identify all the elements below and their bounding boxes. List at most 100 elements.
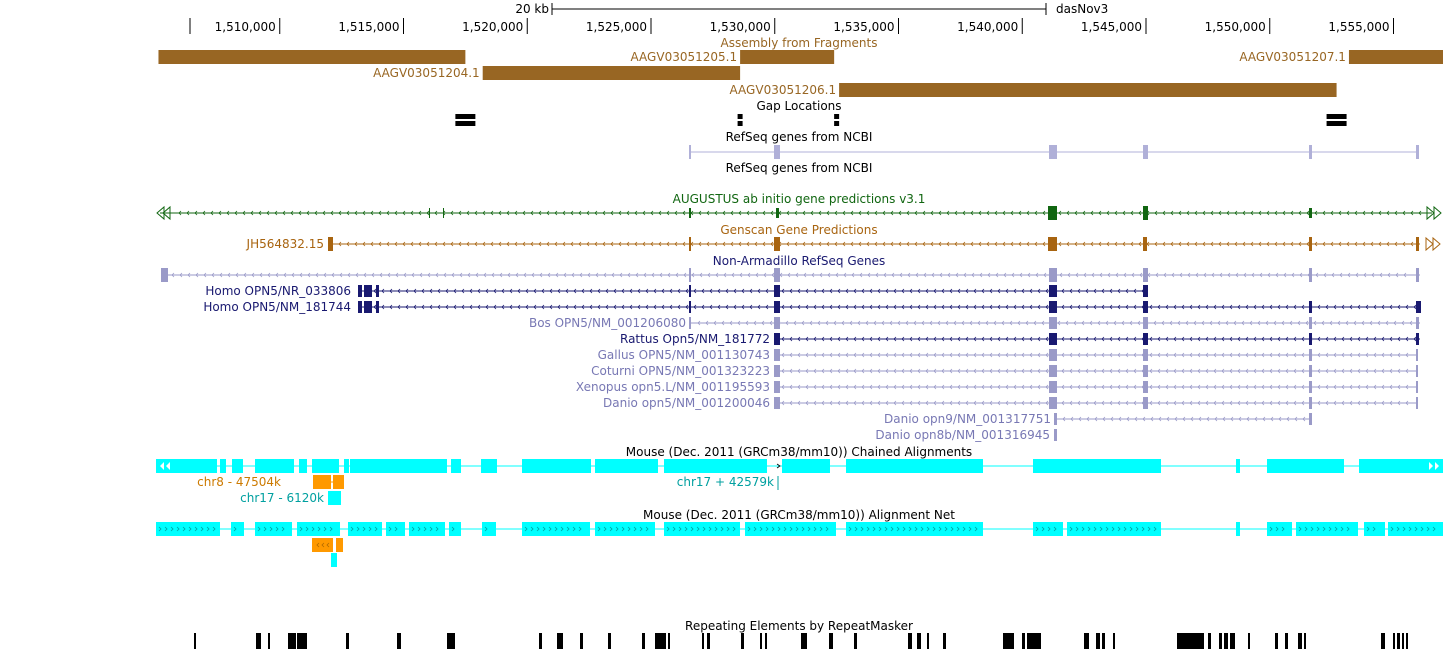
track-title-assembly[interactable]: Assembly from Fragments bbox=[721, 36, 878, 50]
augustus-track[interactable] bbox=[156, 205, 1442, 221]
repeat-element bbox=[1402, 633, 1404, 649]
track-title-chain[interactable]: Mouse (Dec. 2011 (GRCm38/mm10)) Chained … bbox=[626, 445, 972, 459]
strand-arrow bbox=[1157, 400, 1161, 406]
strand-arrow bbox=[701, 304, 705, 310]
strand-arrow bbox=[917, 400, 921, 406]
nonarm-row-label[interactable]: Danio opn9/NM_001317751 bbox=[884, 412, 1051, 426]
nonarm-row-exon bbox=[689, 301, 691, 313]
strand-arrow bbox=[1198, 416, 1202, 422]
nonarm-row-label[interactable]: Coturni OPN5/NM_001323223 bbox=[591, 364, 770, 378]
strand-arrow bbox=[933, 336, 937, 342]
strand-arrow bbox=[1378, 241, 1382, 247]
strand-arrow bbox=[1005, 352, 1009, 358]
chain-label-chr17-b[interactable]: chr17 + 42579k bbox=[677, 475, 774, 489]
nonarm-row-exon bbox=[1309, 397, 1312, 409]
nonarm-row-label[interactable]: Bos OPN5/NM_001206080 bbox=[529, 316, 686, 330]
strand-arrow bbox=[477, 288, 481, 294]
chain-block bbox=[522, 459, 591, 473]
track-title-refseq-ncbi-2[interactable]: RefSeq genes from NCBI bbox=[726, 161, 873, 175]
genscan-track[interactable] bbox=[328, 236, 1441, 252]
strand-arrow bbox=[781, 368, 785, 374]
strand-arrow bbox=[763, 272, 767, 278]
nonarm-row-label[interactable]: Danio opn8b/NM_001316945 bbox=[875, 428, 1050, 442]
strand-arrow bbox=[1118, 416, 1122, 422]
nonarm-row-label[interactable]: Homo OPN5/NM_181744 bbox=[203, 300, 351, 314]
strand-arrow bbox=[1291, 272, 1295, 278]
strand-arrow bbox=[315, 272, 319, 278]
track-title-gaps[interactable]: Gap Locations bbox=[756, 99, 841, 113]
strand-arrow bbox=[746, 241, 750, 247]
strand-arrow bbox=[1373, 384, 1377, 390]
nonarm-row-label[interactable]: Xenopus opn5.L/NM_001195593 bbox=[576, 380, 770, 394]
strand-arrow bbox=[1282, 210, 1286, 216]
track-title-nonarm-refseq[interactable]: Non-Armadillo RefSeq Genes bbox=[713, 254, 886, 268]
strand-arrow bbox=[1293, 352, 1297, 358]
nonarm-row-exon bbox=[1416, 381, 1418, 393]
strand-arrow bbox=[1321, 320, 1325, 326]
strand-arrow bbox=[1426, 526, 1430, 532]
chain-label-chr8[interactable]: chr8 - 47504k bbox=[197, 475, 281, 489]
strand-arrow bbox=[1013, 304, 1017, 310]
track-title-augustus[interactable]: AUGUSTUS ab initio gene predictions v3.1 bbox=[673, 192, 926, 206]
genscan-item-label[interactable]: JH564832.15 bbox=[246, 237, 324, 251]
nonarm-row-exon bbox=[1143, 285, 1148, 297]
repeat-element bbox=[1393, 633, 1395, 649]
strand-arrow bbox=[1213, 336, 1217, 342]
strand-arrow bbox=[941, 336, 945, 342]
track-title-net[interactable]: Mouse (Dec. 2011 (GRCm38/mm10)) Alignmen… bbox=[643, 508, 955, 522]
strand-arrow bbox=[658, 210, 662, 216]
strand-arrow bbox=[491, 272, 495, 278]
gap-track[interactable] bbox=[455, 114, 1347, 126]
track-title-rmsk[interactable]: Repeating Elements by RepeatMasker bbox=[685, 619, 913, 633]
track-title-refseq-ncbi[interactable]: RefSeq genes from NCBI bbox=[726, 130, 873, 144]
strand-arrow bbox=[941, 384, 945, 390]
strand-arrow bbox=[1402, 210, 1406, 216]
refseq-ncbi-track[interactable] bbox=[689, 145, 1419, 159]
chain-track[interactable] bbox=[156, 459, 1443, 505]
strand-arrow bbox=[1274, 241, 1278, 247]
strand-arrow bbox=[1157, 384, 1161, 390]
strand-arrow bbox=[1029, 336, 1033, 342]
strand-arrow bbox=[869, 288, 873, 294]
strand-arrow bbox=[1290, 210, 1294, 216]
strand-arrow bbox=[645, 288, 649, 294]
strand-arrow bbox=[1163, 272, 1167, 278]
strand-arrow bbox=[562, 241, 566, 247]
strand-arrow bbox=[877, 336, 881, 342]
strand-arrow bbox=[443, 272, 447, 278]
track-title-genscan[interactable]: Genscan Gene Predictions bbox=[720, 223, 877, 237]
strand-arrow bbox=[845, 336, 849, 342]
strand-arrow bbox=[1357, 304, 1361, 310]
strand-arrow bbox=[1362, 210, 1366, 216]
strand-arrow bbox=[1405, 368, 1409, 374]
nonarm-row-label[interactable]: Homo OPN5/NR_033806 bbox=[205, 284, 351, 298]
strand-arrow bbox=[1259, 272, 1263, 278]
strand-arrow bbox=[1210, 210, 1214, 216]
strand-arrow bbox=[386, 241, 390, 247]
strand-arrow bbox=[397, 288, 401, 294]
strand-arrow bbox=[957, 352, 961, 358]
net-track[interactable] bbox=[156, 522, 1443, 567]
strand-arrow bbox=[1365, 368, 1369, 374]
rmsk-track[interactable] bbox=[194, 633, 1408, 649]
nonarm-row-label[interactable]: Gallus OPN5/NM_001130743 bbox=[598, 348, 770, 362]
strand-arrow bbox=[1077, 368, 1081, 374]
nonarm-row-label[interactable]: Danio opn5/NM_001200046 bbox=[603, 396, 770, 410]
strand-arrow bbox=[954, 241, 958, 247]
strand-arrow bbox=[1385, 320, 1389, 326]
strand-arrow bbox=[251, 272, 255, 278]
strand-arrow bbox=[426, 210, 430, 216]
strand-arrow bbox=[917, 368, 921, 374]
augustus-exon bbox=[443, 208, 444, 218]
strand-arrow bbox=[1165, 400, 1169, 406]
chain-label-chr17-a[interactable]: chr17 - 6120k bbox=[240, 491, 324, 505]
strand-arrow bbox=[1138, 241, 1142, 247]
strand-arrow bbox=[453, 288, 457, 294]
nonarm-row-label[interactable]: Rattus Opn5/NM_181772 bbox=[620, 332, 770, 346]
strand-arrow bbox=[633, 526, 637, 532]
strand-arrow bbox=[1373, 352, 1377, 358]
